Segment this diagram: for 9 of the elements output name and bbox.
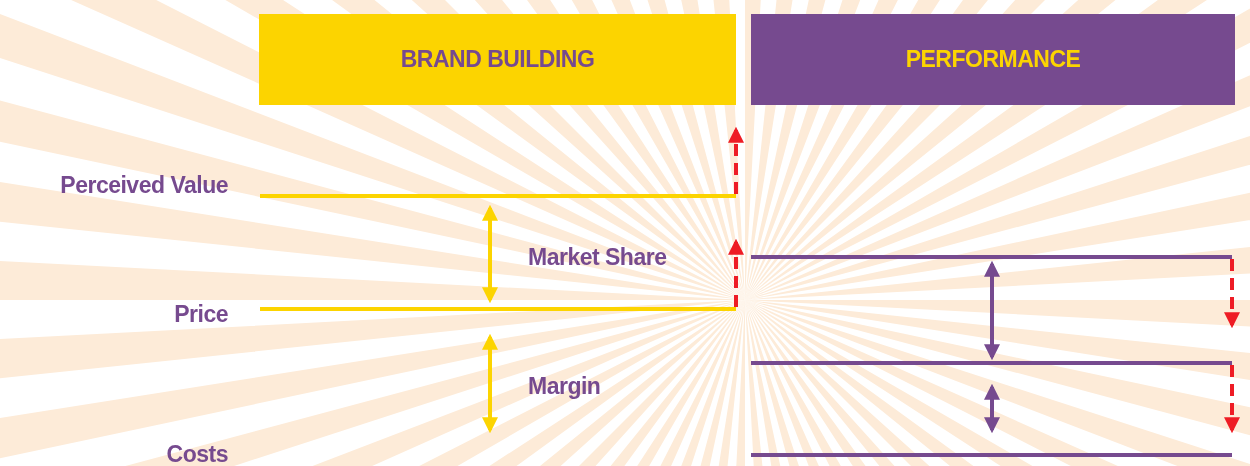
row-label: Price	[174, 301, 228, 328]
header-box	[259, 14, 736, 105]
dimension-label: Margin	[528, 373, 601, 400]
row-label: Costs	[166, 441, 228, 466]
header-text: PERFORMANCE	[905, 46, 1081, 73]
header-text: BRAND BUILDING	[400, 46, 595, 73]
header-box	[751, 14, 1235, 105]
row-label: Perceived Value	[60, 172, 228, 199]
dimension-label: Market Share	[528, 244, 667, 271]
